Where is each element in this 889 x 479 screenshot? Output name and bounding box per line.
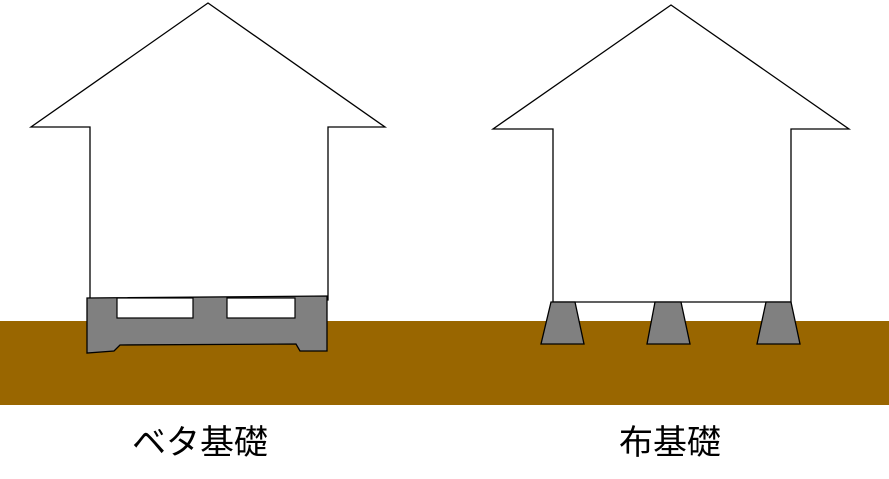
strip-footing-center <box>646 301 691 345</box>
mat-foundation-opening-right <box>226 297 296 319</box>
house-left <box>28 2 388 301</box>
mat-foundation-label: ベタ基礎 <box>132 423 268 463</box>
strip-footing-right <box>756 301 801 345</box>
strip-footing-left <box>540 301 585 345</box>
strip-foundation-label: 布基礎 <box>619 423 721 463</box>
house-right <box>490 4 852 303</box>
mat-foundation-opening-left <box>116 297 194 319</box>
